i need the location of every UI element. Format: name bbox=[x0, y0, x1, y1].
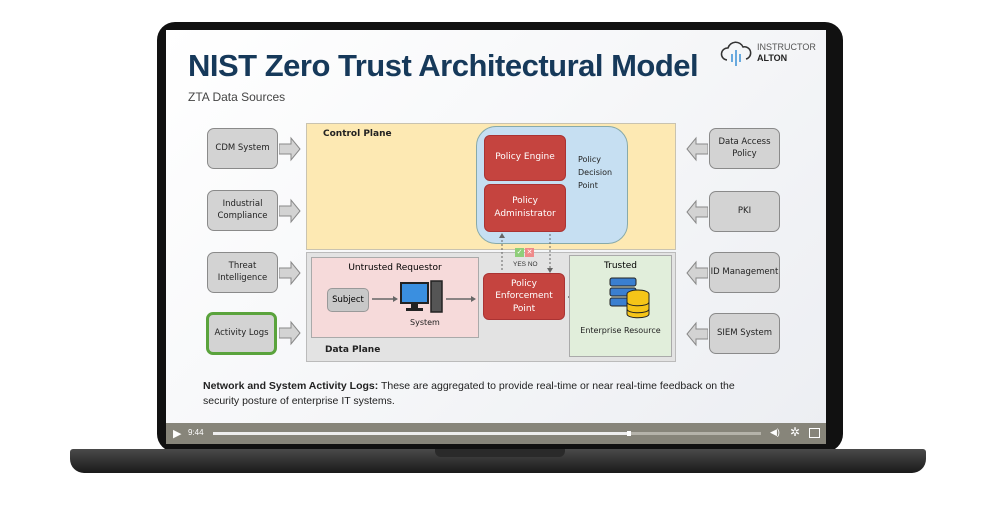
video-screen: NIST Zero Trust Architectural Model ZTA … bbox=[166, 30, 826, 444]
source-industrial-compliance: Industrial Compliance bbox=[207, 190, 278, 231]
dotted-arrows bbox=[499, 233, 553, 273]
enterprise-resource-label: Enterprise Resource bbox=[580, 326, 661, 335]
check-icon: ✓ bbox=[515, 248, 524, 257]
untrusted-label: Untrusted Requestor bbox=[348, 263, 442, 273]
trusted-label: Trusted bbox=[603, 261, 638, 271]
video-control-bar: ▶ 9:44 ◀) ✲ bbox=[166, 423, 826, 444]
arrow-right-icon bbox=[279, 260, 301, 286]
volume-icon[interactable]: ◀) bbox=[770, 427, 780, 437]
description-text: These are aggregated to provide real-tim… bbox=[203, 380, 735, 408]
arrow-icon bbox=[446, 296, 476, 302]
progress-handle[interactable] bbox=[627, 431, 632, 436]
slide-subtitle: ZTA Data Sources bbox=[188, 90, 286, 104]
policy-engine: Policy Engine bbox=[484, 135, 566, 181]
arrow-left-icon bbox=[686, 260, 708, 286]
source-cdm-system: CDM System bbox=[207, 128, 278, 169]
play-button[interactable]: ▶ bbox=[173, 428, 182, 440]
policy-administrator: Policy Administrator bbox=[484, 184, 566, 232]
progress-track[interactable] bbox=[213, 431, 761, 436]
x-icon: ✕ bbox=[525, 248, 534, 257]
arrow-right-icon bbox=[279, 320, 301, 346]
source-activity-logs: Activity Logs bbox=[206, 312, 277, 355]
yes-no-labels: YES NO bbox=[513, 261, 538, 268]
no-label: NO bbox=[527, 261, 538, 268]
yes-label: YES bbox=[513, 261, 527, 268]
arrow-right-icon bbox=[279, 198, 301, 224]
server-database-icon bbox=[609, 277, 650, 319]
policy-enforcement-point: Policy Enforcement Point bbox=[483, 273, 565, 320]
source-siem-system: SIEM System bbox=[709, 313, 780, 354]
arrow-icon bbox=[372, 296, 398, 302]
arrow-left-icon bbox=[686, 136, 708, 162]
logo-line2: ALTON bbox=[757, 53, 788, 63]
source-pki: PKI bbox=[709, 191, 780, 232]
slide-title: NIST Zero Trust Architectural Model bbox=[188, 48, 699, 83]
system-label: System bbox=[410, 318, 440, 327]
arrow-left-icon bbox=[686, 199, 708, 225]
arrow-left-icon bbox=[686, 321, 708, 347]
source-data-access-policy: Data Access Policy bbox=[709, 128, 780, 169]
untrusted-requestor: Untrusted Requestor Subject System bbox=[311, 257, 479, 338]
current-time: 9:44 bbox=[188, 428, 204, 437]
cloud-circuit-icon bbox=[720, 41, 752, 66]
trusted-zone: Trusted Enterprise Resource bbox=[569, 255, 672, 357]
progress-fill bbox=[213, 432, 630, 435]
logo-line1: INSTRUCTOR bbox=[757, 42, 816, 52]
settings-gear-icon[interactable]: ✲ bbox=[790, 425, 801, 439]
slide-description: Network and System Activity Logs: These … bbox=[203, 379, 763, 409]
computer-icon bbox=[400, 280, 443, 313]
description-term: Network and System Activity Logs: bbox=[203, 380, 379, 392]
subject-box: Subject bbox=[327, 288, 369, 312]
laptop-notch bbox=[435, 449, 565, 457]
control-plane-label: Control Plane bbox=[323, 129, 392, 139]
fullscreen-icon[interactable] bbox=[809, 428, 820, 438]
pdp-label: Policy Decision Point bbox=[578, 155, 613, 190]
arrow-right-icon bbox=[279, 136, 301, 162]
source-threat-intelligence: Threat Intelligence bbox=[207, 252, 278, 293]
source-id-management: ID Management bbox=[709, 252, 780, 293]
instructor-logo: INSTRUCTOR ALTON bbox=[719, 38, 819, 68]
data-plane-label: Data Plane bbox=[325, 345, 381, 355]
